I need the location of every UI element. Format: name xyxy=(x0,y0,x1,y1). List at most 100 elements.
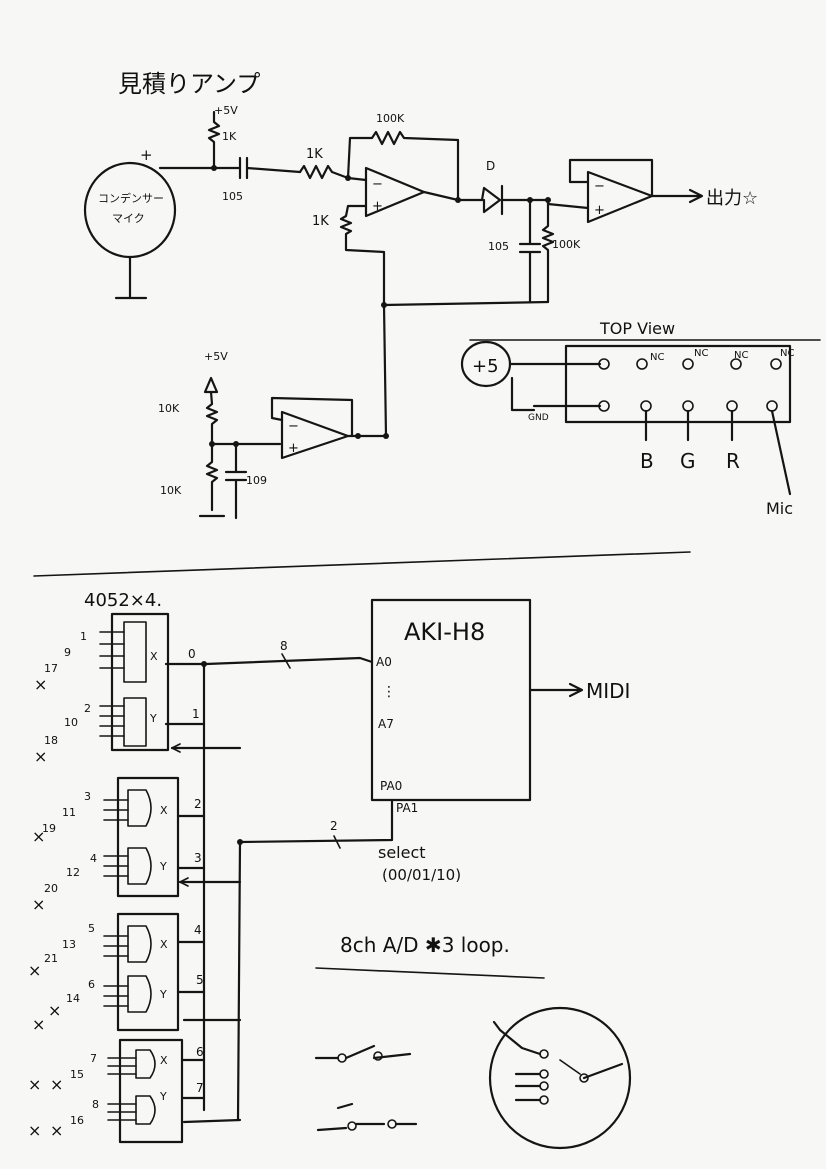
mux-chip-4: X Y xyxy=(107,1038,184,1144)
mic-label-line2: マイク xyxy=(112,212,145,225)
svg-text:19: 19 xyxy=(42,822,56,835)
svg-text:8: 8 xyxy=(92,1098,99,1111)
condenser-mic xyxy=(83,161,177,259)
mcu-select-codes: (00/01/10) xyxy=(382,866,461,884)
svg-text:3: 3 xyxy=(84,790,91,803)
amp-output: 出力☆ xyxy=(706,188,758,209)
svg-text:2: 2 xyxy=(84,702,91,715)
svg-text:17: 17 xyxy=(44,662,58,675)
channel-labels: 1 9 17 × 2 10 18 × 3 11 19 × 4 12 20 × 5… xyxy=(28,630,99,1140)
top-view-pin-b: B xyxy=(640,449,654,473)
svg-text:1: 1 xyxy=(80,630,87,643)
mux-out-1: 1 xyxy=(192,707,200,721)
amp-title: 見積りアンプ xyxy=(118,70,260,98)
svg-text:12: 12 xyxy=(66,866,80,879)
amp-r-supply: 1K xyxy=(222,130,237,143)
top-view-pin-g: G xyxy=(680,449,696,473)
svg-text:+: + xyxy=(594,203,605,218)
svg-text:×: × xyxy=(34,675,47,694)
svg-text:NC: NC xyxy=(650,352,664,363)
svg-text:Y: Y xyxy=(159,860,167,873)
amp-r-fb: 100K xyxy=(376,112,405,125)
mcu-a7: A7 xyxy=(378,717,394,731)
mcu-a0: A0 xyxy=(376,655,392,669)
bias-r-bottom: 10K xyxy=(160,484,182,497)
svg-text:+: + xyxy=(372,199,383,214)
amp-cap-in: 105 xyxy=(222,190,243,203)
top-view-mic: Mic xyxy=(766,499,793,518)
amp-r-in: 1K xyxy=(306,147,323,162)
svg-text:16: 16 xyxy=(70,1114,84,1127)
mux-chip-1: X Y xyxy=(99,612,170,752)
svg-text:Y: Y xyxy=(159,988,167,1001)
mcu-dots: ⋮ xyxy=(382,684,396,700)
svg-text:21: 21 xyxy=(44,952,58,965)
mcu-pa1: PA1 xyxy=(396,801,418,815)
svg-text:NC: NC xyxy=(694,348,708,359)
svg-text:6: 6 xyxy=(88,978,95,991)
svg-text:Y: Y xyxy=(159,1090,167,1103)
amp-r-gnd: 1K xyxy=(312,214,329,229)
svg-text:×: × xyxy=(50,1075,63,1094)
svg-text:X: X xyxy=(150,650,158,663)
rotary-switch xyxy=(488,1006,632,1150)
top-view-nc-pins: NC NC NC NC xyxy=(636,348,794,370)
bus-width-2: 2 xyxy=(330,819,338,833)
amp-vcc1: +5V xyxy=(214,104,238,117)
svg-text:×: × xyxy=(50,1121,63,1140)
mux-out-3: 3 xyxy=(194,851,202,865)
svg-text:X: X xyxy=(160,1054,168,1067)
svg-text:X: X xyxy=(160,938,168,951)
mcu-output: MIDI xyxy=(586,679,630,703)
top-view-title: TOP View xyxy=(599,319,675,338)
top-view-gnd: GND xyxy=(528,413,549,423)
diode-symbol xyxy=(480,184,550,216)
svg-text:−: − xyxy=(288,419,299,434)
svg-text:×: × xyxy=(28,1121,41,1140)
svg-text:×: × xyxy=(34,747,47,766)
amp-diode-label: D xyxy=(486,159,495,173)
bus-width-8: 8 xyxy=(280,639,288,653)
mux-title: 4052×4. xyxy=(84,590,162,611)
bias-cap: 109 xyxy=(246,474,267,487)
mux-out-7: 7 xyxy=(196,1081,204,1095)
top-view-pin-r: R xyxy=(726,449,740,473)
svg-text:×: × xyxy=(32,1015,45,1034)
bias-vcc: +5V xyxy=(204,350,228,363)
mic-plus-sign: + xyxy=(140,146,153,164)
op-amp-2 xyxy=(586,170,654,224)
svg-text:Y: Y xyxy=(149,712,157,725)
mux-chip-2: X Y xyxy=(103,776,180,898)
mcu-box xyxy=(370,598,532,802)
mux-out-5: 5 xyxy=(196,973,204,987)
svg-text:4: 4 xyxy=(90,852,97,865)
sensor-module-outline xyxy=(564,344,792,424)
mux-out-0: 0 xyxy=(188,647,196,661)
mux-out-2: 2 xyxy=(194,797,202,811)
mux-out-4: 4 xyxy=(194,923,202,937)
svg-text:×: × xyxy=(32,895,45,914)
svg-text:11: 11 xyxy=(62,806,76,819)
svg-text:7: 7 xyxy=(90,1052,97,1065)
loop-note: 8ch A/D ✱3 loop. xyxy=(340,933,510,957)
switch-sketches xyxy=(314,1044,418,1132)
svg-text:−: − xyxy=(594,179,605,194)
svg-text:X: X xyxy=(160,804,168,817)
svg-text:NC: NC xyxy=(780,348,794,359)
svg-text:10: 10 xyxy=(64,716,78,729)
top-view-plus5: +5 xyxy=(472,356,499,377)
mcu-select: select xyxy=(378,843,426,862)
svg-text:13: 13 xyxy=(62,938,76,951)
top-view-signal-pins xyxy=(640,400,792,496)
svg-text:NC: NC xyxy=(734,350,748,361)
op-amp-3 xyxy=(280,410,350,460)
svg-text:18: 18 xyxy=(44,734,58,747)
mic-label-line1: コンデンサー xyxy=(98,191,164,205)
svg-text:×: × xyxy=(32,827,45,846)
mcu-pa0: PA0 xyxy=(380,779,402,793)
svg-text:×: × xyxy=(48,1001,61,1020)
amp-cap-hold: 105 xyxy=(488,240,509,253)
mcu-title: AKI-H8 xyxy=(404,618,485,646)
op-amp-1 xyxy=(364,166,426,218)
